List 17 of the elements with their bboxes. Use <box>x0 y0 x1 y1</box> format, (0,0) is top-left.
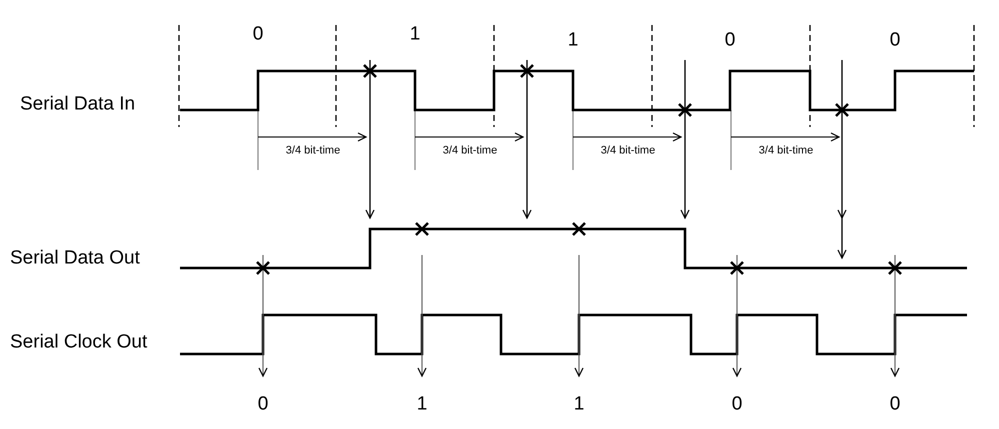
bit-value: 0 <box>890 394 900 414</box>
signal-name: Serial Data In <box>20 94 136 114</box>
dimension-label: 3/4 bit-time <box>758 146 814 156</box>
bit-value: 0 <box>732 394 742 414</box>
dimension-label: 3/4 bit-time <box>600 146 656 156</box>
signal-name: Serial Data Out <box>10 248 140 268</box>
signal-name: Serial Clock Out <box>10 332 148 352</box>
bit-value: 1 <box>574 394 584 414</box>
bit-value: 0 <box>890 30 900 50</box>
bit-value: 0 <box>252 24 264 44</box>
dimension-label: 3/4 bit-time <box>442 146 498 156</box>
bit-value: 0 <box>724 30 736 50</box>
bit-value: 1 <box>568 30 578 50</box>
dimension-label: 3/4 bit-time <box>286 146 340 156</box>
bit-value: 1 <box>416 394 428 414</box>
bit-value: 1 <box>410 24 420 44</box>
bit-value: 0 <box>258 394 268 414</box>
